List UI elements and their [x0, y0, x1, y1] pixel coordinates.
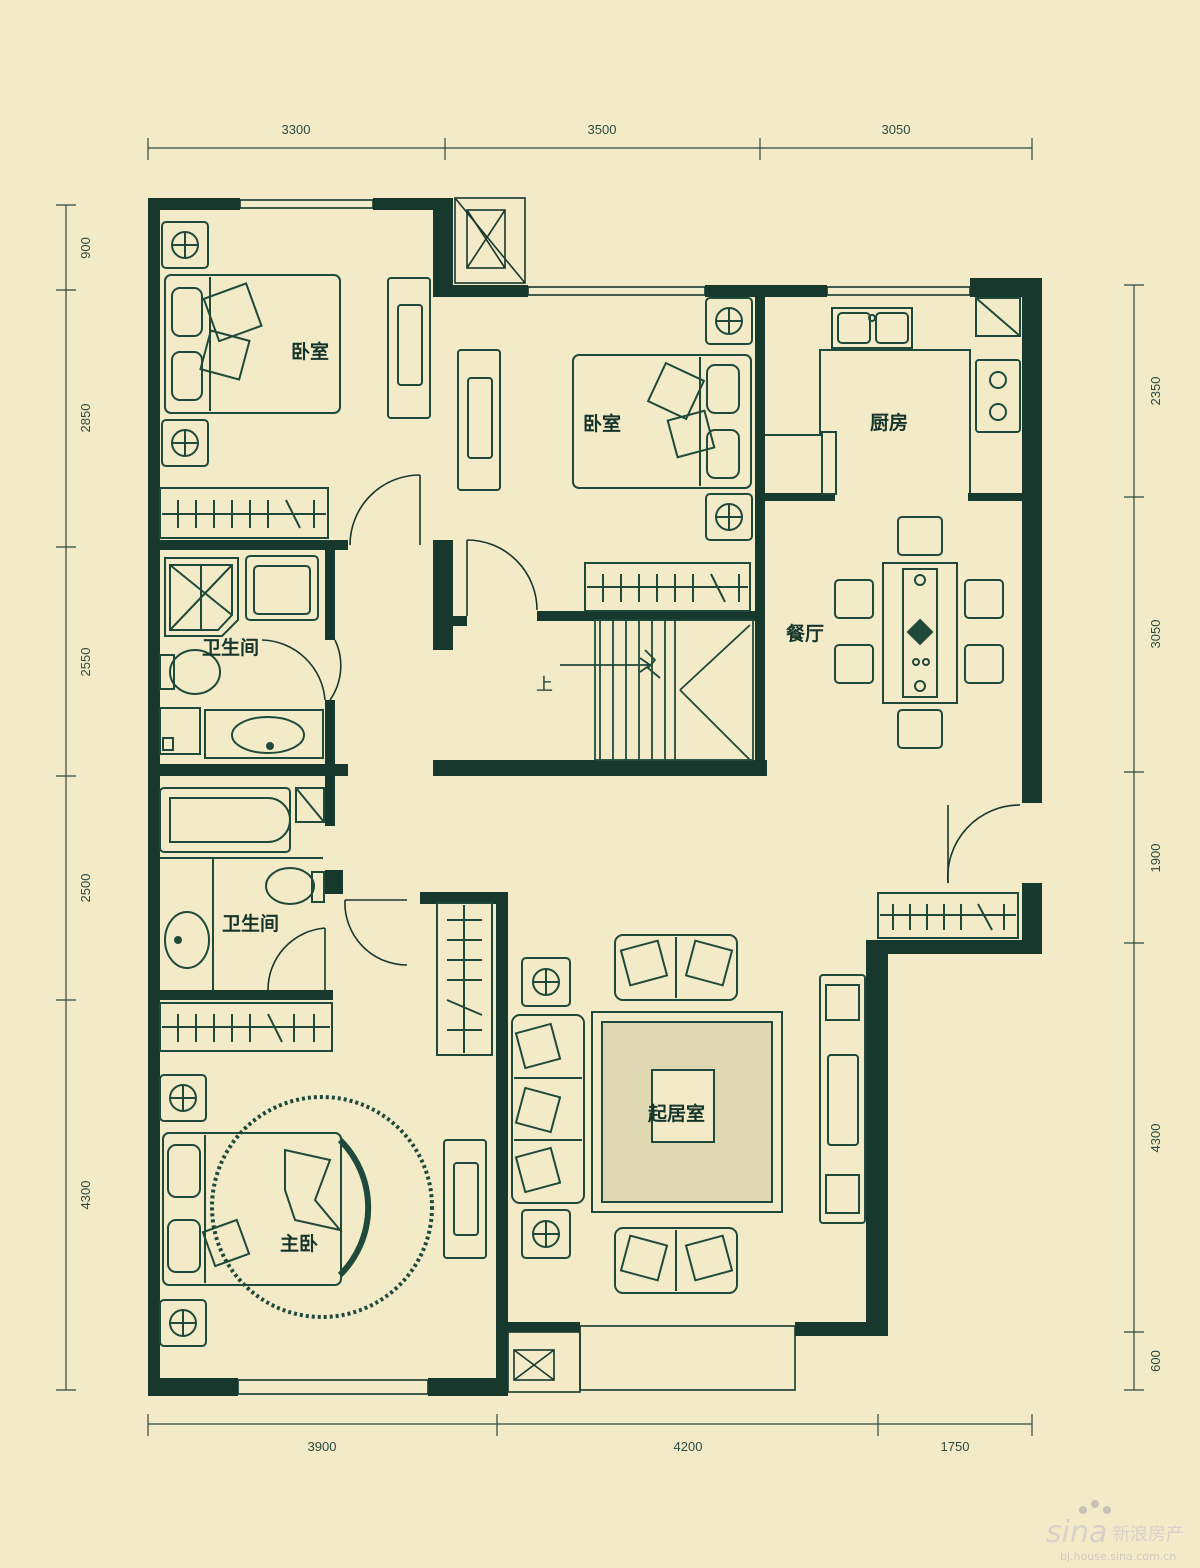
dimension-labels: 3300 3500 3050 3900 4200 1750 900 2850 2…: [78, 122, 1163, 1454]
dim-right-4: 4300: [1148, 1124, 1163, 1153]
label-bath-lower: 卫生间: [222, 912, 279, 935]
label-bedroom-center: 卧室: [583, 412, 621, 435]
dim-top-3: 3050: [882, 122, 911, 137]
dim-top-1: 3300: [282, 122, 311, 137]
dim-right-3: 1900: [1148, 844, 1163, 873]
label-stairs-up: 上: [536, 675, 553, 695]
dim-top-2: 3500: [588, 122, 617, 137]
walls: [148, 198, 1042, 1396]
dim-right-5: 600: [1148, 1350, 1163, 1372]
label-dining: 餐厅: [786, 622, 824, 645]
dim-bottom-1: 3900: [308, 1439, 337, 1454]
dimension-lines: [56, 138, 1144, 1436]
dim-bottom-3: 1750: [941, 1439, 970, 1454]
doors: [261, 474, 1021, 991]
dining-furniture: [834, 516, 1004, 749]
kitchen-fixtures: [765, 297, 1021, 495]
dim-left-4: 2500: [78, 874, 93, 903]
beds: [162, 274, 752, 1319]
dim-left-5: 4300: [78, 1181, 93, 1210]
sina-logo-icon: [1079, 1500, 1111, 1514]
dim-left-2: 2850: [78, 404, 93, 433]
label-bedroom-nw: 卧室: [291, 340, 329, 363]
label-bath-upper: 卫生间: [202, 636, 259, 659]
label-living: 起居室: [647, 1102, 705, 1125]
wardrobes: [159, 487, 1019, 1056]
stairs: [560, 619, 754, 761]
dim-left-3: 2550: [78, 648, 93, 677]
dim-bottom-2: 4200: [674, 1439, 703, 1454]
windows: [237, 197, 971, 1395]
room-labels: 卧室 卧室 厨房 餐厅 卫生间 卫生间 起居室 主卧 上: [202, 340, 908, 1255]
label-kitchen: 厨房: [870, 411, 908, 434]
dim-left-1: 900: [78, 237, 93, 259]
bedside-tables: [159, 221, 753, 1347]
label-master-bedroom: 主卧: [280, 1233, 318, 1255]
bathroom-fixtures: [159, 555, 325, 990]
watermark-url: bj.house.sina.com.cn: [1060, 1550, 1176, 1563]
dim-right-1: 2350: [1148, 377, 1163, 406]
living-furniture: [511, 934, 783, 1294]
tv-cabinets: [387, 277, 866, 1259]
watermark-brand-cn: 新浪房产: [1112, 1524, 1184, 1545]
watermark-brand-latin: sina: [1046, 1515, 1107, 1550]
sina-watermark: sina 新浪房产 bj.house.sina.com.cn: [1046, 1500, 1184, 1563]
dim-right-2: 3050: [1148, 620, 1163, 649]
